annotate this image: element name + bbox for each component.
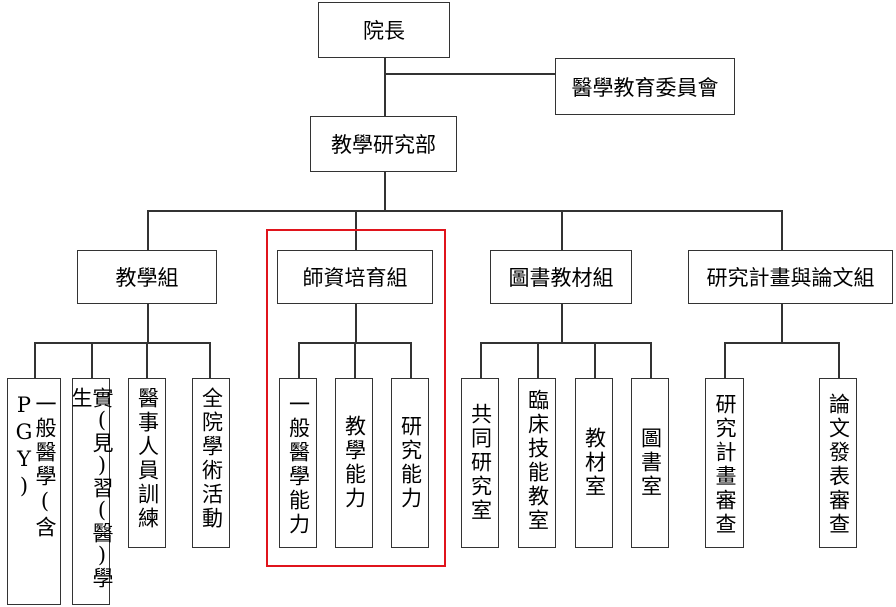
connector <box>147 210 149 250</box>
unit-node: 教材室 <box>575 378 613 548</box>
node-label: 研究能力 <box>398 415 423 511</box>
connector <box>594 342 596 378</box>
connector <box>354 342 356 378</box>
connector <box>34 342 36 378</box>
unit-node: 臨床技能教室 <box>518 378 556 548</box>
connector <box>650 342 652 378</box>
unit-node: 一般醫學能力 <box>279 378 317 548</box>
connector <box>384 58 386 116</box>
node-label: 教學能力 <box>342 415 367 511</box>
connector <box>91 342 93 378</box>
unit-node: 教學能力 <box>335 378 373 548</box>
connector <box>384 73 555 75</box>
director-node: 院長 <box>318 2 450 58</box>
connector <box>781 210 783 250</box>
unit-node: 圖書室 <box>631 378 669 548</box>
connector <box>537 342 539 378</box>
node-label: 實(見)習(醫)學生 <box>69 387 114 588</box>
node-label: 一般醫學(含PGY) <box>12 393 57 540</box>
committee-node: 醫學教育委員會 <box>555 58 735 115</box>
connector <box>561 210 563 250</box>
connector <box>147 210 782 212</box>
connector <box>480 342 482 378</box>
node-label: 師資培育組 <box>302 266 408 290</box>
node-label: 院長 <box>363 19 405 43</box>
highlight-frame <box>266 229 446 567</box>
node-label: 醫學教育委員會 <box>571 75 719 100</box>
connector <box>781 304 783 342</box>
unit-node: 全院學術活動 <box>192 378 230 548</box>
node-label: 教學研究部 <box>331 133 436 157</box>
connector <box>838 342 840 378</box>
connector <box>34 342 210 344</box>
node-label: 共同研究室 <box>468 403 493 523</box>
department-node: 教學研究部 <box>310 116 457 172</box>
connector <box>410 342 412 378</box>
node-label: 圖書室 <box>638 427 663 499</box>
connector <box>724 342 726 378</box>
group-faculty-development: 師資培育組 <box>277 250 433 304</box>
connector <box>384 172 386 210</box>
connector <box>147 304 149 342</box>
connector <box>480 342 651 344</box>
group-teaching: 教學組 <box>77 250 217 304</box>
connector <box>561 304 563 342</box>
node-label: 圖書教材組 <box>508 266 614 290</box>
unit-node: 實(見)習(醫)學生 <box>69 378 114 605</box>
unit-node: 研究計畫審查 <box>705 378 744 548</box>
node-label: 研究計畫審查 <box>713 393 737 537</box>
group-research: 研究計畫與論文組 <box>688 250 893 304</box>
node-label: 全院學術活動 <box>199 387 224 531</box>
connector <box>355 304 357 342</box>
node-label: 教材室 <box>582 427 607 499</box>
connector <box>298 342 300 378</box>
unit-node: 論文發表審查 <box>819 378 857 548</box>
node-label: 一般醫學能力 <box>286 393 311 537</box>
unit-node: 醫事人員訓練 <box>128 378 166 548</box>
group-library-materials: 圖書教材組 <box>490 250 632 304</box>
node-label: 教學組 <box>115 266 179 290</box>
unit-node: 研究能力 <box>391 378 429 548</box>
node-label: 醫事人員訓練 <box>135 387 160 531</box>
node-label: 臨床技能教室 <box>525 389 550 533</box>
connector <box>209 342 211 378</box>
unit-node: 一般醫學(含PGY) <box>7 378 61 605</box>
node-label: 研究計畫與論文組 <box>706 266 875 290</box>
node-label: 論文發表審查 <box>826 393 851 537</box>
connector <box>724 342 839 344</box>
connector <box>146 342 148 378</box>
unit-node: 共同研究室 <box>461 378 499 548</box>
